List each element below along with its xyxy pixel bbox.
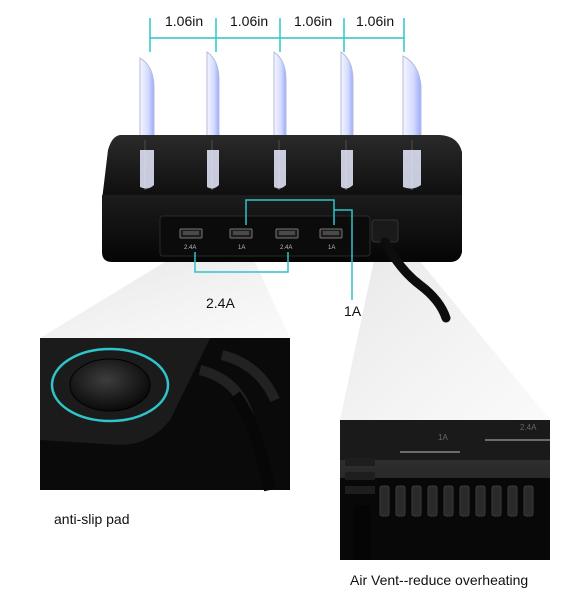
port-group-label-1a: 1A [344, 303, 362, 319]
port-tag-2: 1A [238, 245, 245, 251]
bracket-1a [245, 199, 335, 225]
port-panel [159, 215, 371, 257]
pad-highlight-ring [50, 347, 170, 423]
usb-port-4: 1A [319, 228, 343, 251]
usb-port-2: 1A [229, 228, 253, 251]
port-tag-1: 2.4A [184, 245, 196, 251]
anti-slip-pad-caption: anti-slip pad [54, 511, 130, 527]
vent-zoom-beam [340, 232, 550, 420]
pad-zoom-beam [40, 262, 290, 338]
bracket-2-4a [194, 252, 289, 273]
usb-port-1: 2.4A [179, 228, 203, 251]
anti-slip-pad [69, 358, 151, 412]
spacing-label-3: 1.06in [294, 13, 333, 29]
port-group-label-2-4a: 2.4A [206, 295, 235, 311]
spacing-label-2: 1.06in [230, 13, 269, 29]
divider-bases [140, 150, 421, 189]
pad-zoom-panel [40, 338, 290, 492]
vent-mark-1: 1A [438, 433, 448, 442]
vent-mark-2: 2.4A [520, 423, 537, 432]
port-tag-4: 1A [328, 245, 335, 251]
air-vent-caption: Air Vent--reduce overheating [350, 572, 529, 588]
vent-zoom-panel: 1A 2.4A [340, 420, 550, 560]
air-vent-slots [379, 485, 534, 517]
bracket-1a-leader [334, 209, 353, 300]
usb-port-3: 2.4A [275, 228, 299, 251]
dimension-lines [149, 18, 405, 52]
port-tag-3: 2.4A [280, 245, 292, 251]
spacing-label-4: 1.06in [356, 13, 395, 29]
spacing-label-1: 1.06in [165, 13, 204, 29]
power-cable [371, 219, 451, 323]
port-group-brackets [194, 199, 353, 300]
